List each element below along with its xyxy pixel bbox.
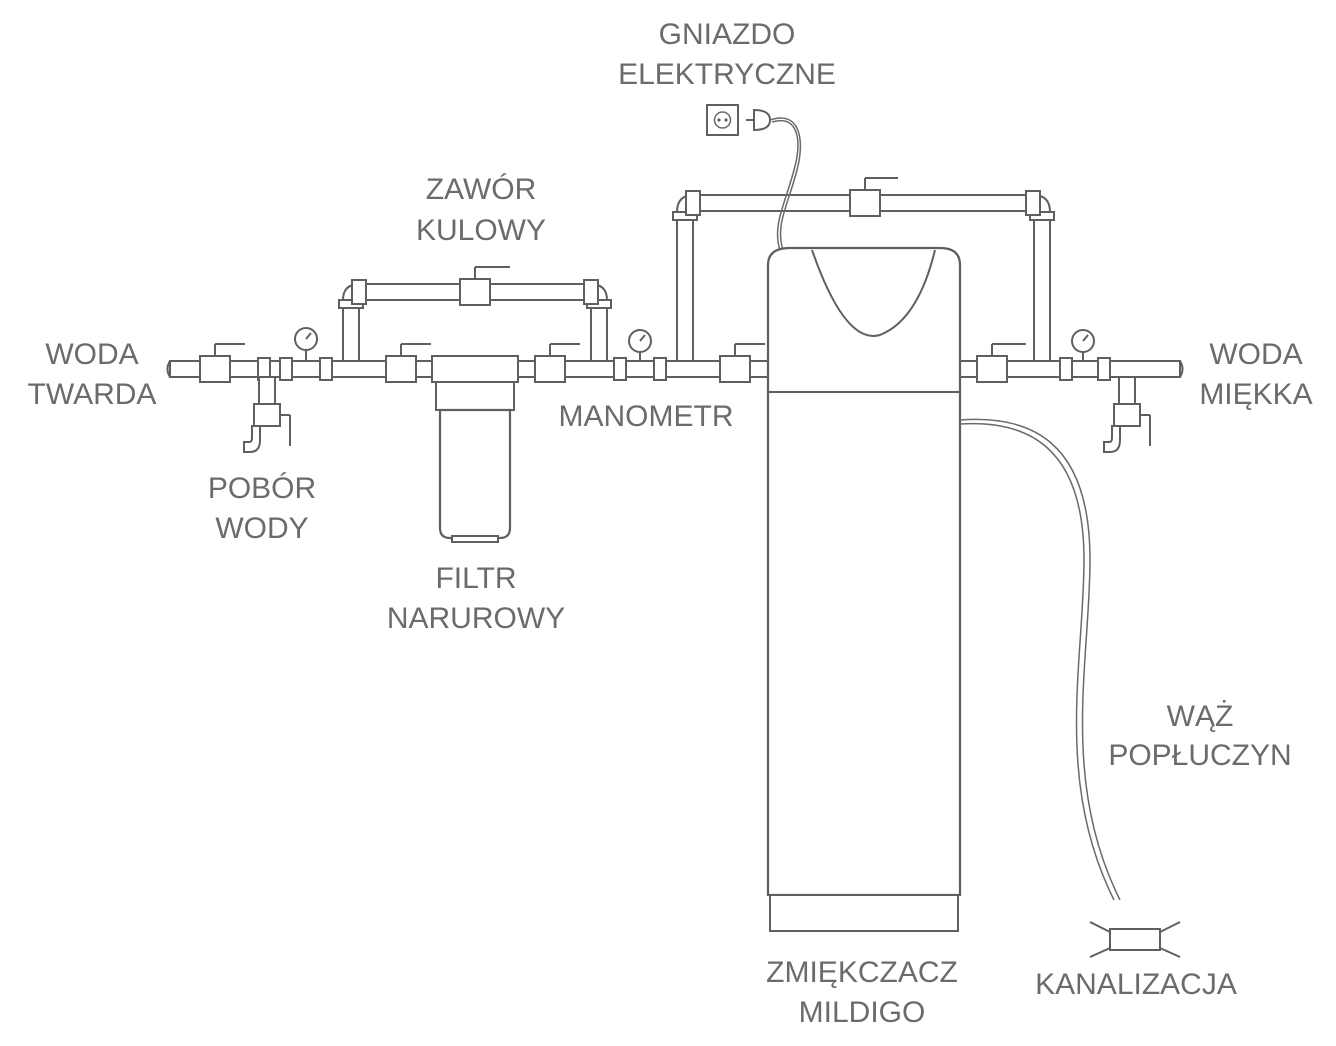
- ball-valve-softener-in: [719, 343, 765, 383]
- ball-valve-filter-out: [534, 343, 580, 383]
- label-hard-water-line1: WODA: [45, 338, 138, 371]
- manometer-outlet: [1071, 329, 1095, 361]
- label-ball-valve-line2: KULOWY: [416, 214, 546, 247]
- ball-valve-inlet: [199, 343, 245, 383]
- electric-socket: [706, 104, 772, 136]
- label-hose-line1: WĄŻ: [1167, 700, 1234, 733]
- pipe-filter: [431, 355, 519, 543]
- label-softener-line1: ZMIĘKCZACZ: [766, 956, 958, 989]
- label-hard-water-line2: TWARDA: [28, 378, 157, 411]
- softener-bypass-pipe: [672, 190, 1055, 362]
- water-softener: [766, 246, 962, 932]
- label-filter-line2: NARUROWY: [387, 602, 565, 635]
- ball-valve-filter-in: [385, 343, 431, 383]
- sampling-tap-outlet: [1103, 376, 1151, 453]
- label-softener-line2: MILDIGO: [799, 996, 926, 1029]
- label-soft-water-line2: MIĘKKA: [1199, 378, 1312, 411]
- drain-outlet: [1089, 921, 1181, 958]
- filter-bypass-pipe: [338, 279, 612, 362]
- manometer-inlet: [294, 327, 318, 361]
- label-socket-line2: ELEKTRYCZNE: [618, 58, 836, 91]
- ball-valve-filter-bypass: [459, 266, 510, 306]
- label-ball-valve-line1: ZAWÓR: [426, 173, 537, 206]
- backwash-hose: [959, 418, 1121, 901]
- label-sampling-line2: WODY: [215, 512, 308, 545]
- label-hose-line2: POPŁUCZYN: [1108, 739, 1291, 772]
- power-cable: [769, 117, 802, 251]
- label-soft-water-line1: WODA: [1209, 338, 1302, 371]
- manometer-middle: [628, 329, 652, 361]
- ball-valve-softener-out: [976, 343, 1026, 383]
- sampling-tap-inlet: [243, 376, 291, 453]
- ball-valve-softener-bypass: [849, 177, 898, 217]
- label-drain: KANALIZACJA: [1035, 968, 1237, 1001]
- label-filter-line1: FILTR: [435, 562, 516, 595]
- label-manometer: MANOMETR: [559, 400, 734, 433]
- label-socket-line1: GNIAZDO: [659, 18, 796, 51]
- label-sampling-line1: POBÓR: [208, 472, 316, 505]
